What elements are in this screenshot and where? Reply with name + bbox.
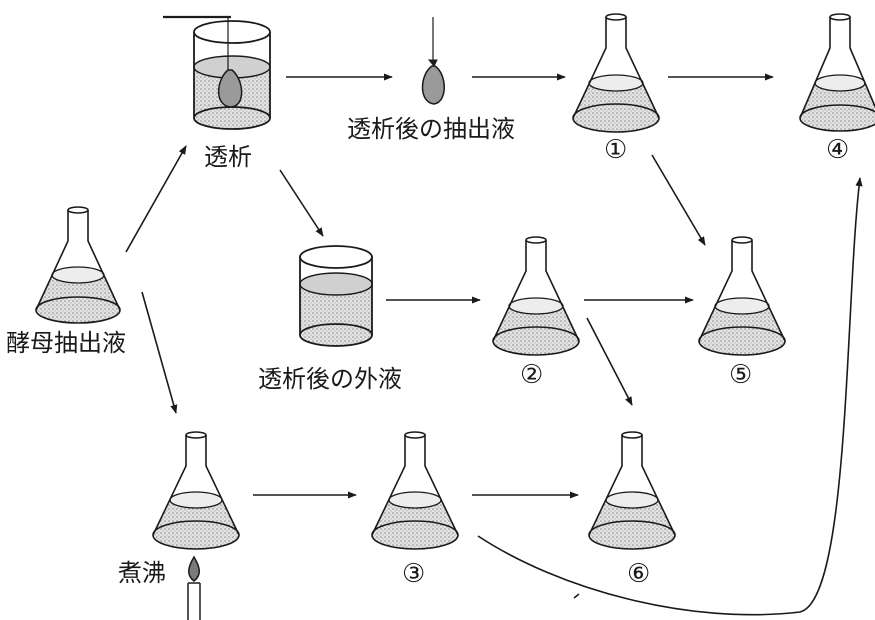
flask-6 [588,431,676,550]
flask-5 [698,236,786,356]
flask-2 [492,236,580,356]
flask-yeast-extract [35,206,121,324]
flask-number-4: ④ [826,135,850,165]
flask-number-5: ⑤ [729,360,753,390]
arrow-flask-2-to-flask-6 [586,317,633,406]
flask-number-6: ⑥ [627,559,651,589]
flask-3 [371,431,459,550]
arrow-flask-1-to-flask-5 [651,154,706,246]
flask-1 [572,13,660,133]
outer-liquid-beaker [299,245,373,347]
flask-boiled [152,431,240,550]
label-dialysis: 透析 [204,143,252,171]
dialysis-bag-after [421,17,445,105]
flask-number-3: ③ [402,559,426,589]
label-after-dialysis-extract: 透析後の抽出液 [347,115,515,143]
burner-flame-icon [187,555,201,620]
label-yeast-extract: 酵母抽出液 [6,329,126,357]
arrow-extract-to-boiling [141,291,178,414]
dialysis-beaker [163,15,271,130]
dialysis-bag-icon [217,69,243,108]
arrow-flask-3-to-flask-4 [477,177,863,616]
flask-4 [799,13,875,132]
arrow-dialysis-to-outer-liquid [279,169,324,237]
label-boiling: 煮沸 [118,559,166,587]
speck [573,593,580,599]
label-after-dialysis-outer: 透析後の外液 [258,365,402,393]
arrow-extract-to-dialysis [125,145,187,253]
flask-number-2: ② [520,360,544,390]
flask-number-1: ① [604,135,628,165]
